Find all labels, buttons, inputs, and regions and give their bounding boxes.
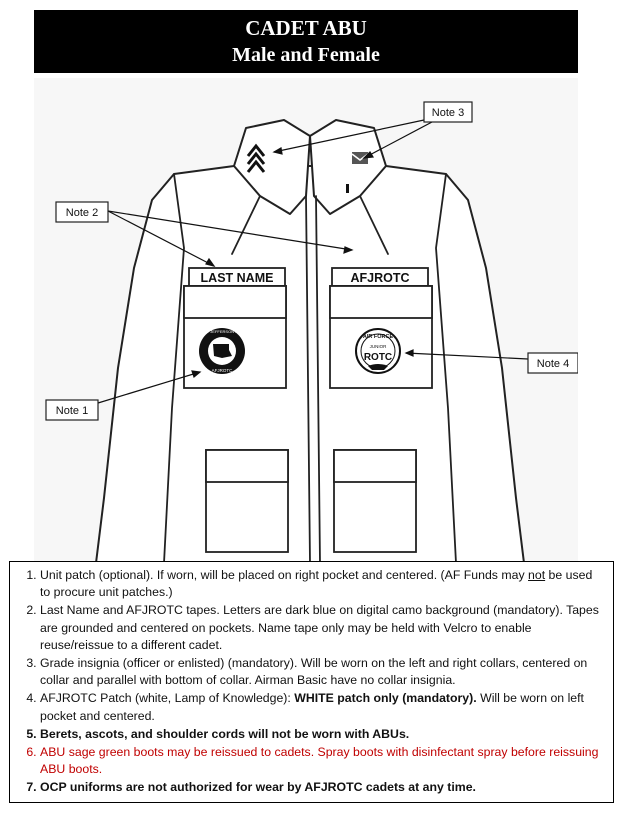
note-2-label: Note 2 bbox=[66, 207, 98, 219]
note-item-7: OCP uniforms are not authorized for wear… bbox=[40, 779, 605, 796]
note-3-callout: Note 3 bbox=[423, 101, 473, 123]
left-collar bbox=[233, 119, 311, 215]
left-pocket-flap bbox=[329, 285, 433, 319]
note-item-5: Berets, ascots, and shoulder cords will … bbox=[40, 726, 605, 743]
chevron-insignia-icon bbox=[246, 143, 266, 173]
note-4-callout: Note 4 bbox=[527, 352, 578, 374]
note-item-6: ABU sage green boots may be reissued to … bbox=[40, 744, 605, 778]
note-4-label: Note 4 bbox=[537, 358, 569, 370]
afjrotc-patch: AIR FORCE JUNIOR ROTC bbox=[355, 328, 401, 374]
note-1-label: Note 1 bbox=[56, 405, 88, 417]
title-line-1: CADET ABU bbox=[245, 16, 367, 40]
unit-patch: EAST JEFFERSON HIGH AFJROTC bbox=[199, 328, 245, 374]
left-lower-pocket-flap bbox=[333, 449, 417, 483]
note-item-4: AFJROTC Patch (white, Lamp of Knowledge)… bbox=[40, 690, 605, 724]
afjrotc-rotc-text: ROTC bbox=[364, 352, 392, 363]
unit-patch-top-text: EAST JEFFERSON HIGH bbox=[199, 329, 245, 334]
afjrotc-junior-text: JUNIOR bbox=[370, 344, 388, 349]
note-item-2: Last Name and AFJROTC tapes. Letters are… bbox=[40, 602, 605, 654]
jacket-outline bbox=[95, 165, 525, 563]
afjrotc-arc-text: AIR FORCE bbox=[363, 334, 394, 340]
note-3-label: Note 3 bbox=[432, 107, 464, 119]
note-item-3: Grade insignia (officer or enlisted) (ma… bbox=[40, 655, 605, 689]
service-tape-text: AFJROTC bbox=[350, 271, 409, 285]
service-tape: AFJROTC bbox=[331, 267, 429, 287]
note-2-callout: Note 2 bbox=[55, 201, 109, 223]
name-tape: LAST NAME bbox=[188, 267, 286, 287]
unit-patch-bottom-text: AFJROTC bbox=[212, 368, 233, 373]
right-pocket-flap bbox=[183, 285, 287, 319]
notes-list: Unit patch (optional). If worn, will be … bbox=[18, 567, 605, 797]
right-collar bbox=[309, 119, 387, 215]
note-item-1: Unit patch (optional). If worn, will be … bbox=[40, 567, 605, 601]
collar-pin-icon bbox=[346, 184, 349, 193]
notes-box: Unit patch (optional). If worn, will be … bbox=[9, 561, 614, 803]
uniform-illustration: LAST NAME AFJROTC EAST JEFFERSON HIGH AF… bbox=[34, 78, 578, 563]
note-4-bold: WHITE patch only (mandatory). bbox=[294, 691, 477, 706]
note-1-callout: Note 1 bbox=[45, 399, 99, 421]
title-line-2: Male and Female bbox=[232, 44, 380, 66]
title-banner: CADET ABU Male and Female bbox=[34, 10, 578, 73]
note-1-underline: not bbox=[528, 568, 546, 582]
right-lower-pocket-flap bbox=[205, 449, 289, 483]
name-tape-text: LAST NAME bbox=[201, 271, 274, 285]
